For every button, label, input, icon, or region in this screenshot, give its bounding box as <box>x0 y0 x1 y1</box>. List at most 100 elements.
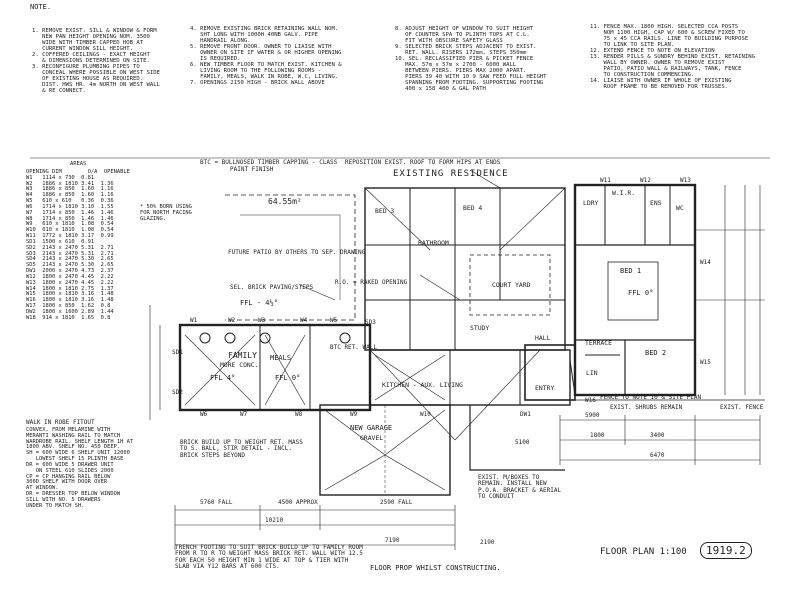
room-hall: HALL <box>535 334 551 342</box>
room-study: STUDY <box>470 324 490 332</box>
sel-brick-note: SEL. BRICK PAVING/STEPS <box>230 284 314 291</box>
exist-fence-note: EXIST. FENCE <box>720 404 764 411</box>
note-line: 10. SEL. RECLASSIFIED PIER & PICKET FENC… <box>395 56 534 63</box>
room-bed4: BED 4 <box>463 204 483 212</box>
openings-row: DW2 1800 x 1600 2.89 1.44 <box>26 308 114 315</box>
openings-row: W18 914 x 1810 1.65 0.8 <box>26 314 111 321</box>
ffl-bed1: FFL 0° <box>628 289 654 297</box>
note-line: 7. OPENINGS 2150 HIGH - BRICK WALL ABOVE <box>190 80 325 87</box>
openings-row: W13 1800 x 2470 4.45 2.22 <box>26 279 114 286</box>
existing-residence-label: EXISTING RESIDENCE <box>393 169 509 179</box>
room-linen: LIN <box>586 369 598 377</box>
note-line: CONCEAL WHERE POSSIBLE ON WEST SIDE <box>32 70 160 77</box>
fence-site-note: FENCE TO NOTE 10 & SITE PLAN <box>600 394 702 401</box>
ffl-family: FFL 4° <box>210 374 236 382</box>
window-tag: W9 <box>350 411 358 418</box>
window-tag: W3 <box>258 317 266 324</box>
note-line: 13. RENDER PILLS & SUNDRY BEHIND EXIST. … <box>590 54 756 61</box>
wir-line: ON STEEL 610 SLIDES 2000 <box>26 467 114 474</box>
dim-2: 4500 APPROX <box>278 499 318 506</box>
wir-line: DR = 600 WIDE 5 DRAWER UNIT <box>26 461 114 468</box>
note-line: DIST. HWS HR. 4m NORTH ON WEST WALL <box>32 82 160 89</box>
openings-row: W11 1772 x 1810 3.17 0.99 <box>26 233 114 240</box>
room-family: FAMILY <box>228 351 257 360</box>
window-tag: SD3 <box>365 319 376 326</box>
drawing-number: 1919.2 <box>700 542 752 559</box>
wir-line: UNDER TO MATCH SH. <box>26 502 85 509</box>
note-line: ROOF FRAME TO BE REMOVED FOR TRUSSES. <box>590 84 729 91</box>
note-line: TO LINK TO SITE PLAN. <box>590 42 675 49</box>
wir-line: CP = CP HANGING RAIL BELOW <box>26 473 111 480</box>
openings-side-note: * 50% BORN USING FOR NORTH FACING GLAZIN… <box>140 204 192 222</box>
note-line: NEW PAN HEIGHT OPENING NOM. 3500 <box>32 34 150 41</box>
wir-title: WALK IN ROBE FITOUT <box>26 419 95 426</box>
room-laundry: LDRY <box>583 199 599 207</box>
window-tag: W8 <box>295 411 303 418</box>
floor-plan-title: FLOOR PLAN 1:100 <box>600 547 687 557</box>
openings-row: W10 610 x 1810 1.08 0.54 <box>26 227 114 234</box>
openings-row: W9 610 x 1810 1.08 0.54 <box>26 221 114 228</box>
note-line: 5. REMOVE FRONT DOOR. OWNER TO LIAISE WI… <box>190 44 332 51</box>
window-tag: W16 <box>585 397 596 404</box>
openings-row: W7 1714 x 850 1.46 1.46 <box>26 209 114 216</box>
window-tag: W5 <box>330 317 338 324</box>
window-tag: W13 <box>680 177 691 184</box>
note-line: NOM 1100 HIGH, CAP W/ 600 & SCREW FIXED … <box>590 30 745 37</box>
note-line: SPANNING FROM FOOTING. SUPPORTING FOOTIN… <box>395 80 544 87</box>
room-entry: ENTRY <box>535 384 555 392</box>
window-tag: W7 <box>240 411 248 418</box>
openings-row: SD4 2143 x 2470 5.30 2.65 <box>26 256 114 263</box>
note-line: 9. SELECTED BRICK STEPS ADJACENT TO EXIS… <box>395 44 537 51</box>
window-tag: W12 <box>640 177 651 184</box>
exist-meter-note: EXIST. M/BOXES TO REMAIN. INSTALL NEW P.… <box>478 474 562 501</box>
openings-header: OPENING DIM O/A OPENABLE <box>26 169 130 175</box>
wir-line: AT WINDOW. <box>26 485 59 492</box>
dim-6: 2190 <box>480 539 495 546</box>
room-wir: W.I.R. <box>612 189 636 197</box>
note-line: & DIMENSIONS DETERMINED ON SITE. <box>32 58 150 65</box>
note-line: OF COUNTER SPA TO PLINTH TOPS AT C.L. <box>395 32 530 39</box>
window-tag: SD1 <box>172 349 183 356</box>
dim-9: 1800 <box>590 432 605 439</box>
areas-heading: AREAS <box>70 161 87 167</box>
openings-row: W8 1714 x 850 1.46 1.46 <box>26 215 114 222</box>
room-kitchen: KITCHEN - AUX. LIVING <box>382 381 463 389</box>
openings-row: W16 1800 x 1810 3.16 1.48 <box>26 297 114 304</box>
room-meals: MEALS <box>270 354 292 362</box>
notes-title: NOTE. <box>30 3 52 11</box>
note-line: MAX. 57m x 57m x 2700 - 6000 WALL <box>395 62 517 69</box>
dim-8: 3400 <box>650 432 665 439</box>
notes-right: 8. ADJUST HEIGHT OF WINDOW TO SUIT HEIGH… <box>395 26 547 92</box>
wir-line: LOWEST SHELF 15 PLINTH BASE <box>26 456 124 463</box>
note-line: OWNER ON SITE IF WATER & OR HIGHER OPENI… <box>190 50 342 57</box>
window-tag: W15 <box>700 359 711 366</box>
note-line: 1. REMOVE EXIST. SILL & WINDOW & FORM <box>32 28 157 34</box>
room-wc: WC <box>676 204 684 212</box>
openings-row: W15 1800 x 1810 3.16 1.48 <box>26 291 114 298</box>
note-line: PATIO, PATIO WALL & RAILWAYS, TANK, FENC… <box>590 66 742 73</box>
openings-row: SD5 2143 x 2470 5.30 2.65 <box>26 262 114 269</box>
note-line: 6. NEW TIMBER FLOOR TO MATCH EXIST. KITC… <box>190 62 342 69</box>
notes-left: 1. REMOVE EXIST. SILL & WINDOW & FORM NE… <box>32 28 160 94</box>
openings-row: SD2 2143 x 2470 5.31 2.71 <box>26 244 114 251</box>
btc-ret-note: BTC RET. WALL <box>330 344 377 351</box>
ro-note: R.O. = RAKED OPENING <box>335 279 408 286</box>
wir-line: WARDROBE RAIL. SHELF LENGTH 1H AT <box>26 438 134 445</box>
wir-line: 1800 ABV. SHELF NO. 450 DEEP. <box>26 444 121 451</box>
dim-10: 6470 <box>650 452 665 459</box>
window-tag: W4 <box>300 317 308 324</box>
notes-far-right: 11. FENCE MAX. 1800 HIGH. SELECTED CCA P… <box>590 24 755 90</box>
exist-shrubs-note: EXIST. SHRUBS REMAIN <box>610 404 683 411</box>
wir-line: CONVEX, FROM MELAMINE WITH <box>26 427 111 433</box>
openings-row: W14 1800 x 1810 2.75 1.37 <box>26 285 114 292</box>
room-bed3: BED 3 <box>375 207 395 215</box>
trench-note: TRENCH FOOTING TO SUIT BRICK BUILD UP TO… <box>175 544 363 571</box>
wir-line: MERANTI WASHING RAIL TO MATCH <box>26 432 121 439</box>
dim-1: 5760 FALL <box>200 499 233 506</box>
note-line: WIDE WITH TIMBER CAPPED HOB AT <box>32 40 144 47</box>
note-line: PIERS 39 40 WITH 10 9 SAW FEED FULL HEIG… <box>395 74 547 81</box>
wir-line: SH = 600 WIDE 6 SHELF UNIT 12000 <box>26 450 130 457</box>
openings-row: SD3 2143 x 2470 5.31 2.71 <box>26 250 114 257</box>
